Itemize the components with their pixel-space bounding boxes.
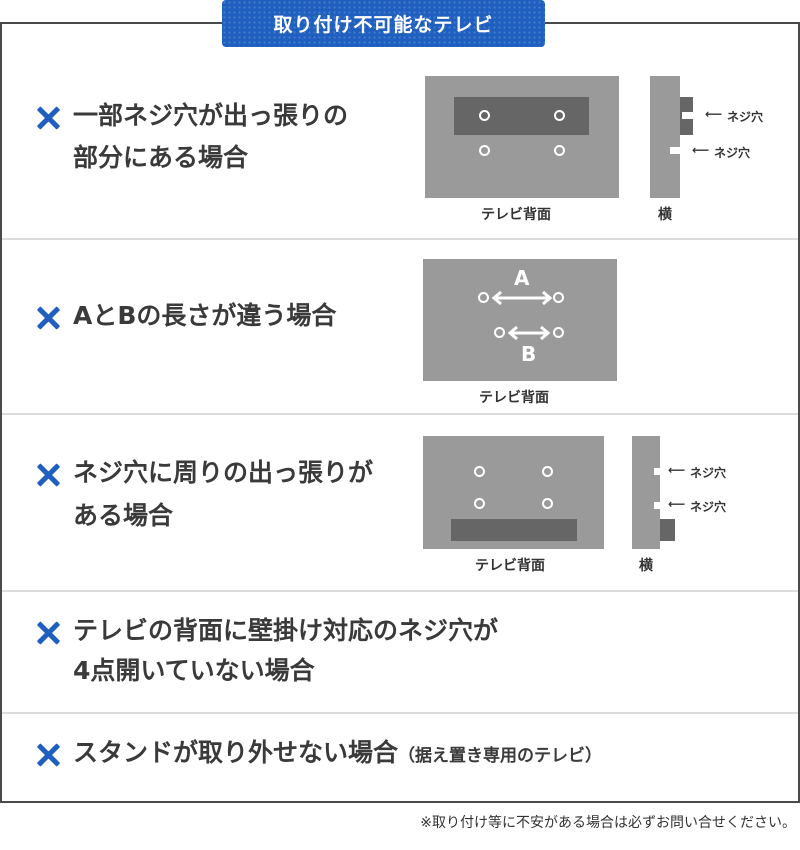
side-screw-hole [670,147,680,154]
x-mark-icon [36,463,60,487]
protrusion-area [454,97,589,135]
side-screw-hole [654,502,660,509]
tv-side-caption: 横 [658,207,672,223]
tv-back-caption: テレビ背面 [481,207,551,223]
tv-side-caption: 横 [639,558,653,574]
left-arrow-icon: ⟵ [668,463,686,477]
side-screw-hole [654,468,660,475]
screw-hole-label: ネジ穴 [690,500,727,514]
screw-hole [479,145,490,156]
row-5-label-sub: （据え置き専用のテレビ） [398,746,603,766]
screw-hole [542,466,553,477]
screw-hole [474,466,485,477]
row-4-label-line-2: 4点開いていない場合 [73,656,315,685]
double-arrow-icon [507,325,551,341]
row-2-label: AとBの長さが違う場合 [73,301,337,330]
screw-hole-label: ネジ穴 [727,110,764,124]
screw-hole [554,145,565,156]
protrusion-area [451,519,577,541]
row-5-label-main: スタンドが取り外せない場合 [73,738,399,767]
section-title: 取り付け不可能なテレビ [222,0,545,47]
screw-hole-label: ネジ穴 [714,146,751,160]
side-protrusion [660,519,675,541]
screw-hole [479,110,490,121]
row-3-label-line-1: ネジ穴に周りの出っ張りが [73,458,374,487]
screw-hole [553,292,564,303]
left-arrow-icon: ⟵ [668,497,686,511]
row-divider [2,238,798,240]
row-3-label-line-2: ある場合 [73,501,174,530]
tv-side-panel [650,76,680,198]
left-arrow-icon: ⟵ [692,143,710,157]
double-arrow-icon [491,290,553,306]
screw-hole [542,498,553,509]
left-arrow-icon: ⟵ [705,107,723,121]
tv-back-panel [423,259,617,381]
tv-side-panel [632,436,660,549]
row-1-label-line-2: 部分にある場合 [73,143,249,172]
tv-back-caption: テレビ背面 [479,390,549,406]
side-screw-hole [682,112,693,119]
x-mark-icon [36,106,60,130]
row-divider [2,413,798,415]
x-mark-icon [36,306,60,330]
row-divider [2,590,798,592]
label-b: B [521,342,537,366]
x-mark-icon [36,621,60,645]
row-5-label: スタンドが取り外せない場合（据え置き専用のテレビ） [73,733,602,776]
screw-hole-label: ネジ穴 [690,466,727,480]
row-4-label-line-1: テレビの背面に壁掛け対応のネジ穴が [73,616,499,645]
screw-hole [478,292,489,303]
tv-back-panel [425,76,619,198]
screw-hole [554,110,565,121]
row-1-label-line-1: 一部ネジ穴が出っ張りの [73,101,349,130]
label-a: A [514,266,530,290]
footnote: ※取り付け等に不安がある場合は必ずお問い合せください。 [420,815,796,831]
screw-hole [553,327,564,338]
x-mark-icon [36,743,60,767]
screw-hole [474,498,485,509]
row-divider [2,712,798,714]
tv-back-caption: テレビ背面 [475,558,545,574]
screw-hole [494,327,505,338]
